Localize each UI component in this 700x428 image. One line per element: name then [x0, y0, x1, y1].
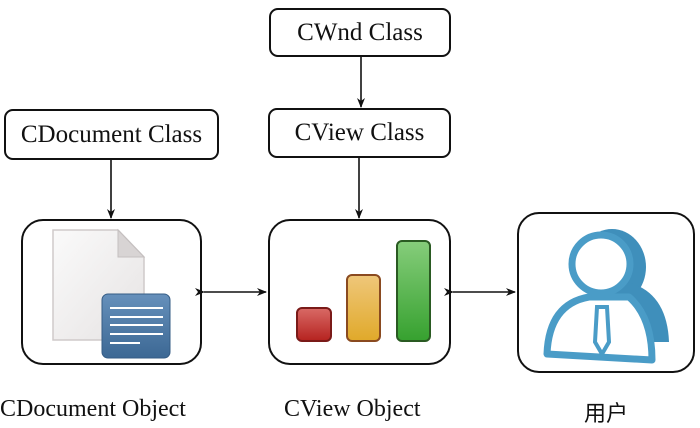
bar-yellow	[346, 274, 381, 342]
user-object-box	[517, 212, 695, 373]
document-object-box	[21, 219, 202, 365]
cview-class-box: CView Class	[268, 108, 451, 158]
user-icon	[543, 229, 669, 364]
cdocument-class-label: CDocument Class	[20, 120, 203, 148]
cdocument-class-box: CDocument Class	[4, 109, 219, 160]
view-object-label: CView Object	[284, 396, 421, 422]
view-object-box	[268, 219, 451, 365]
bar-chart-icon	[296, 240, 431, 342]
document-icon	[52, 228, 171, 359]
cwnd-class-label: CWnd Class	[297, 18, 423, 46]
bar-green	[396, 240, 431, 342]
cwnd-class-box: CWnd Class	[269, 8, 451, 57]
user-object-label: 用户	[584, 402, 629, 427]
bar-red	[296, 307, 332, 342]
cview-class-label: CView Class	[294, 119, 425, 146]
document-object-label: CDocument Object	[0, 396, 186, 422]
